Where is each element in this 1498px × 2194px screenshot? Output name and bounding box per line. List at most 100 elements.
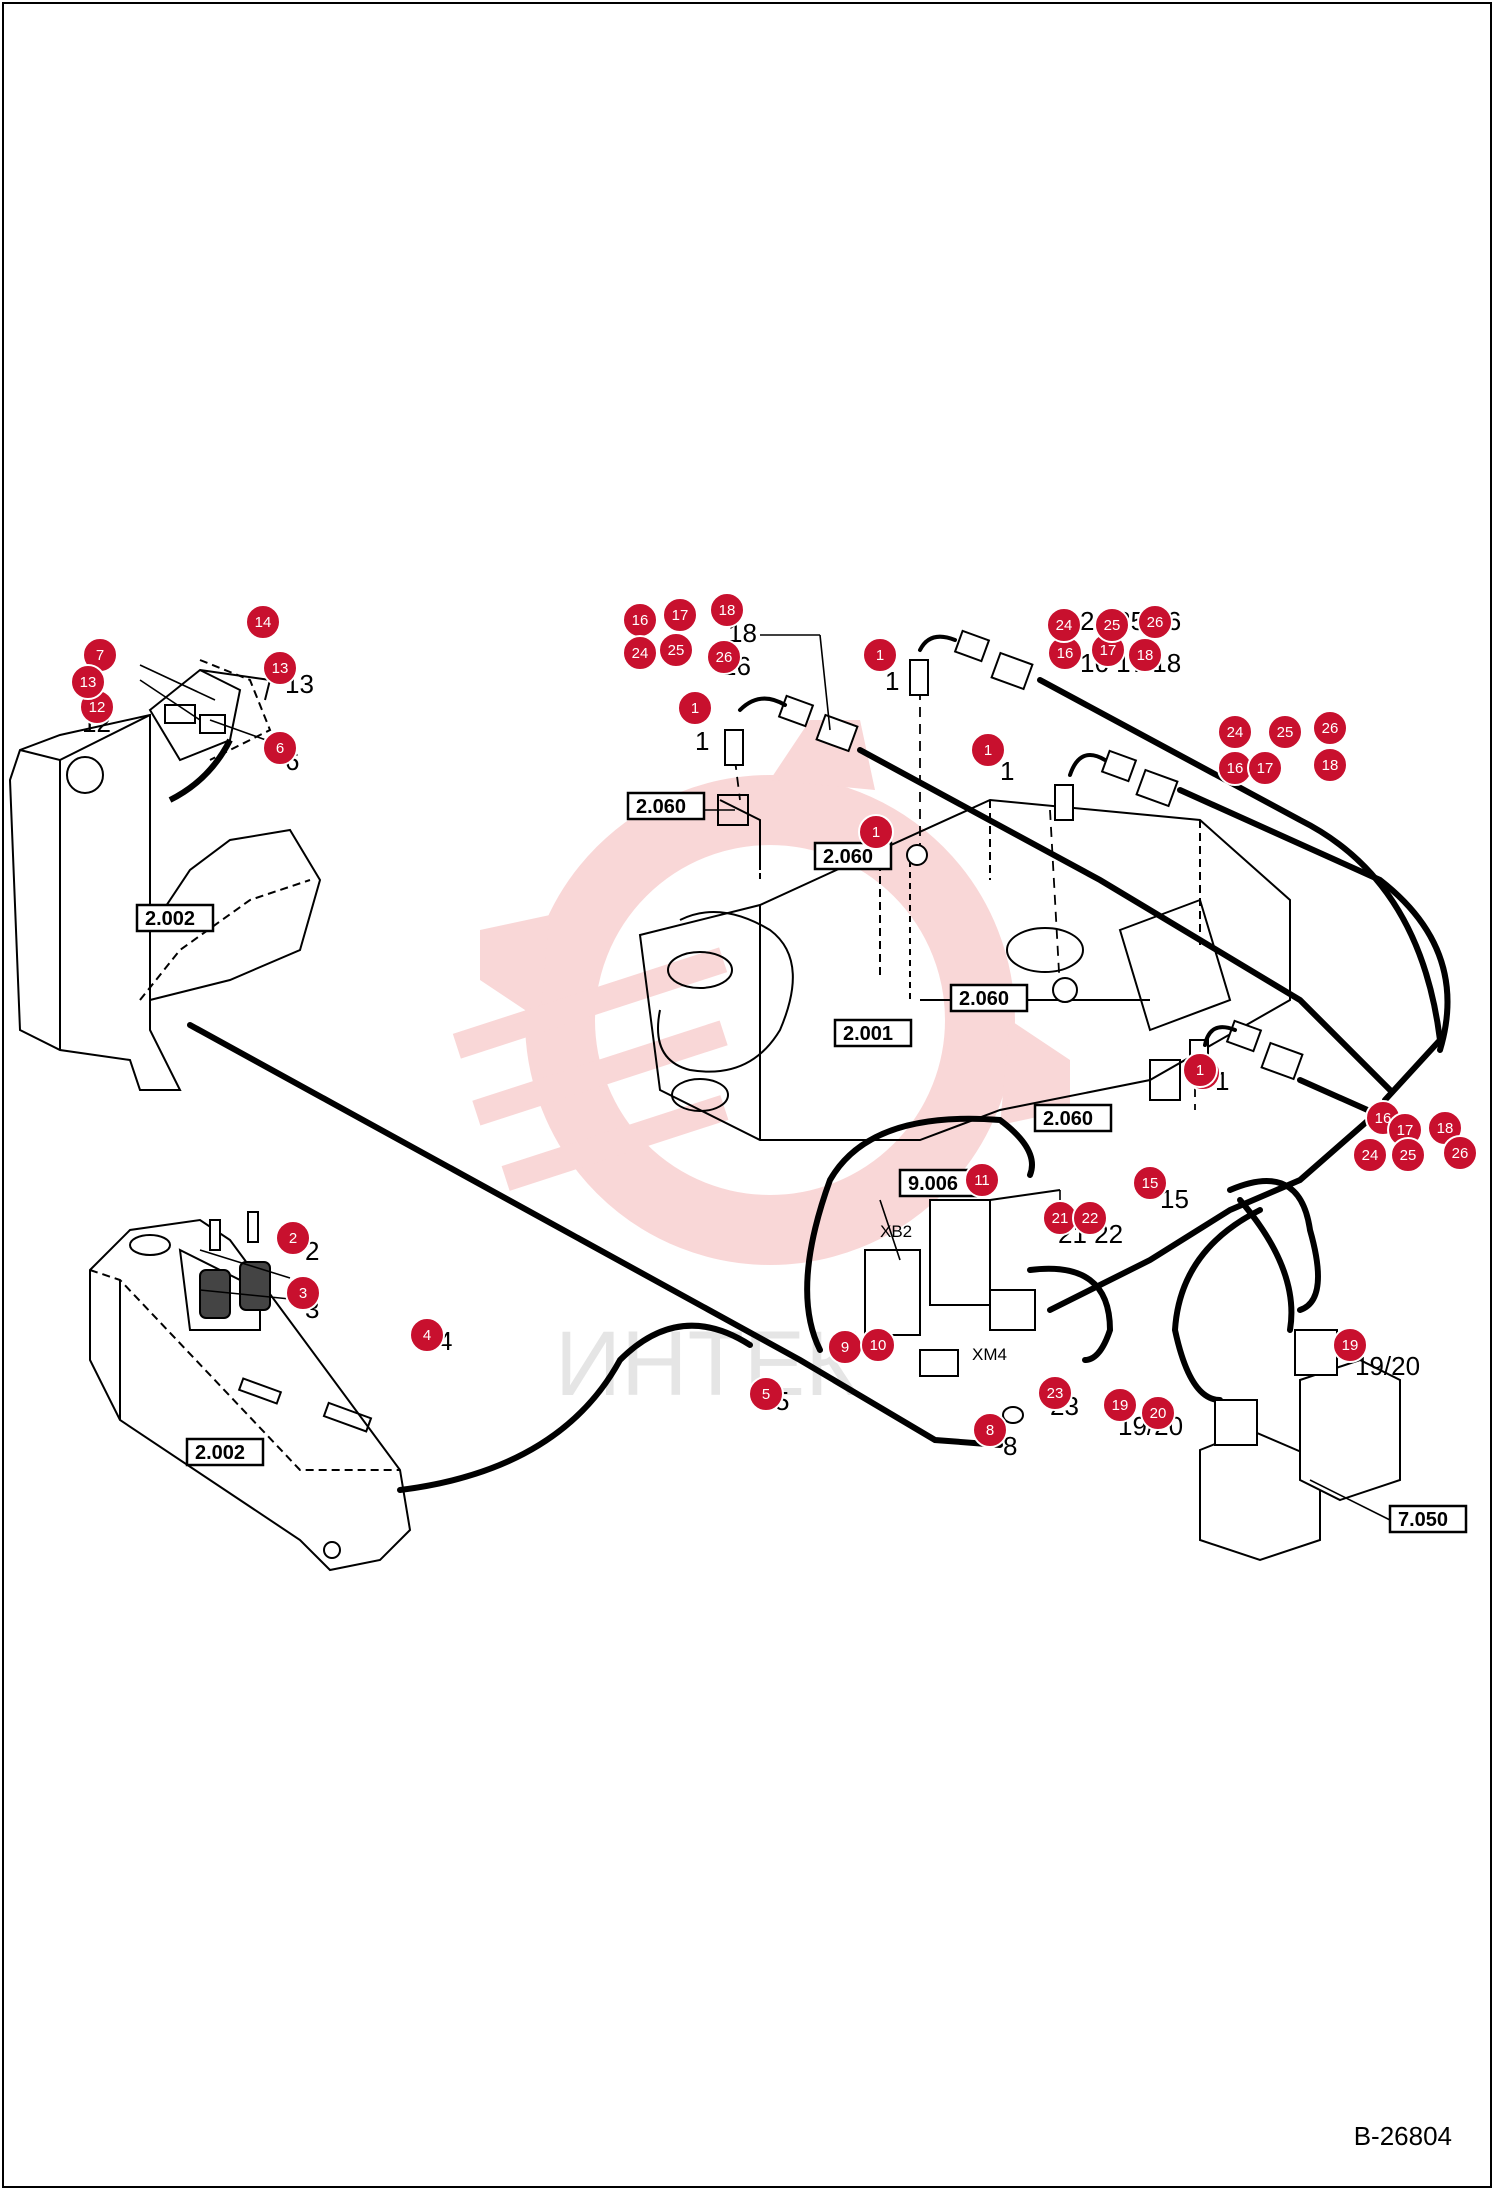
callout-label: 26 — [1322, 720, 1339, 737]
callout-25: 25 — [1094, 607, 1130, 643]
callout-label: 26 — [716, 649, 733, 666]
callout-label: 3 — [299, 1285, 307, 1302]
lower-left-console — [89, 1218, 412, 1572]
relay-blocks — [864, 1189, 1061, 1424]
callout-label: 19 — [1342, 1337, 1359, 1354]
callout-9: 9 — [827, 1329, 863, 1365]
callout-label: 23 — [1047, 1385, 1064, 1402]
callout-20: 20 — [1140, 1395, 1176, 1431]
ref-label-2.060-mid: 2.060 — [949, 983, 1029, 1013]
left-control-pedestal — [8, 659, 322, 1091]
callout-24: 24 — [622, 635, 658, 671]
callout-11: 11 — [964, 1162, 1000, 1198]
callout-label: 12 — [89, 699, 106, 716]
callout-label: 16 — [1057, 645, 1074, 662]
callout-label: 18 — [1137, 647, 1154, 664]
item-number: 8 — [1003, 1431, 1017, 1461]
callout-15: 15 — [1132, 1165, 1168, 1201]
callout-label: 24 — [632, 645, 649, 662]
callout-label: 1 — [691, 700, 699, 717]
callout-25: 25 — [658, 632, 694, 668]
callout-label: 19 — [1112, 1397, 1129, 1414]
svg-text:2.002: 2.002 — [145, 908, 195, 930]
svg-text:2.060: 2.060 — [823, 846, 873, 868]
callout-label: 1 — [876, 647, 884, 664]
callout-label: 1 — [872, 824, 880, 841]
ref-label-2.001: 2.001 — [833, 1018, 913, 1048]
callout-7: 7 — [82, 637, 118, 673]
callout-13: 13 — [70, 664, 106, 700]
callout-label: 14 — [255, 614, 272, 631]
callout-16: 16 — [1217, 750, 1253, 786]
callout-23: 23 — [1037, 1375, 1073, 1411]
callout-1: 1 — [862, 637, 898, 673]
svg-text:7.050: 7.050 — [1398, 1509, 1448, 1531]
callout-label: 9 — [841, 1339, 849, 1356]
callout-label: 15 — [1142, 1175, 1159, 1192]
callout-label: 25 — [1104, 617, 1121, 634]
item-number: 1 — [695, 726, 709, 756]
svg-text:2.002: 2.002 — [195, 1442, 245, 1464]
callout-25: 25 — [1390, 1137, 1426, 1173]
svg-text:2.060: 2.060 — [959, 988, 1009, 1010]
drawing-id: B-26804 — [1353, 2121, 1452, 2151]
callout-26: 26 — [1137, 604, 1173, 640]
callout-25: 25 — [1267, 714, 1303, 750]
callout-label: 7 — [96, 647, 104, 664]
callout-label: 18 — [1322, 757, 1339, 774]
callout-26: 26 — [1442, 1135, 1478, 1171]
ref-label-2.002-lower: 2.002 — [185, 1437, 265, 1467]
callout-label: 18 — [1437, 1120, 1454, 1137]
callout-22: 22 — [1072, 1200, 1108, 1236]
callout-18: 18 — [1127, 637, 1163, 673]
callout-label: 18 — [719, 602, 736, 619]
ref-label-2.060-right: 2.060 — [1033, 1103, 1113, 1133]
item-number: 1 — [885, 666, 899, 696]
callout-label: 24 — [1227, 724, 1244, 741]
main-harness — [187, 634, 1451, 1493]
callout-13: 13 — [262, 650, 298, 686]
callout-label: 13 — [272, 660, 289, 677]
callout-label: 5 — [762, 1386, 770, 1403]
svg-text:9.006: 9.006 — [908, 1173, 958, 1195]
callout-label: 16 — [1375, 1110, 1392, 1127]
svg-text:2.060: 2.060 — [1043, 1108, 1093, 1130]
callout-label: 16 — [632, 612, 649, 629]
callout-label: 26 — [1147, 614, 1164, 631]
callout-21: 21 — [1042, 1200, 1078, 1236]
callout-26: 26 — [706, 639, 742, 675]
callout-label: 8 — [986, 1422, 994, 1439]
callout-label: 24 — [1362, 1147, 1379, 1164]
callout-label: 24 — [1056, 617, 1073, 634]
callout-16: 16 — [622, 602, 658, 638]
callout-1: 1 — [677, 690, 713, 726]
callout-label: 17 — [1100, 642, 1117, 659]
key-switches — [199, 1211, 271, 1319]
harness-connectors — [777, 629, 1304, 1081]
callout-24: 24 — [1217, 714, 1253, 750]
callout-24: 24 — [1046, 607, 1082, 643]
callout-8: 8 — [972, 1412, 1008, 1448]
connector-label-xb2: XB2 — [880, 1222, 912, 1241]
callout-6: 6 — [262, 730, 298, 766]
callout-label: 25 — [1277, 724, 1294, 741]
callout-2: 2 — [275, 1220, 311, 1256]
callout-label: 13 — [80, 674, 97, 691]
svg-text:2.060: 2.060 — [636, 796, 686, 818]
callout-label: 2 — [289, 1230, 297, 1247]
callout-label: 11 — [974, 1172, 990, 1189]
callout-label: 17 — [1397, 1122, 1414, 1139]
callout-19: 19 — [1102, 1387, 1138, 1423]
ref-label-2.002-upper: 2.002 — [135, 903, 215, 933]
callout-label: 10 — [870, 1337, 887, 1354]
callout-label: 17 — [672, 607, 689, 624]
leader-lines — [139, 634, 1391, 1521]
callout-17: 17 — [662, 597, 698, 633]
callout-label: 6 — [276, 740, 284, 757]
callout-1: 1 — [858, 814, 894, 850]
callout-18: 18 — [709, 592, 745, 628]
callout-label: 26 — [1452, 1145, 1469, 1162]
watermark: ИНТЕК — [452, 720, 1070, 1415]
ref-label-7.050: 7.050 — [1388, 1504, 1468, 1534]
